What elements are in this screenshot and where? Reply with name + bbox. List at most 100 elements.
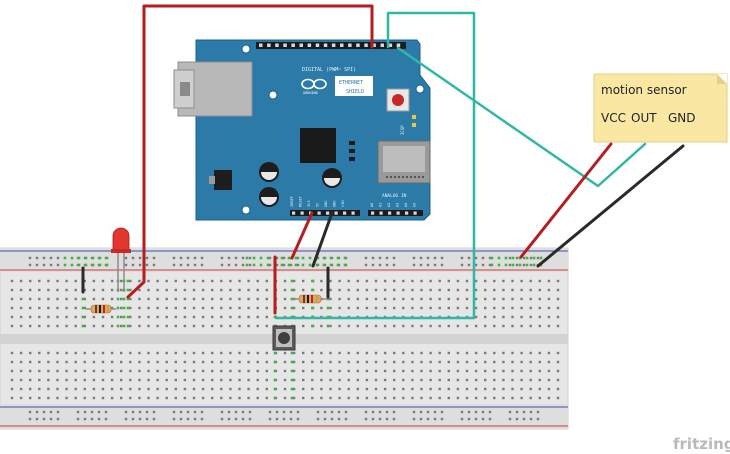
rail-hole xyxy=(124,417,128,421)
breadboard-hole xyxy=(529,360,532,364)
breadboard-hole xyxy=(47,351,50,355)
breadboard-hole xyxy=(265,351,268,355)
breadboard-hole xyxy=(292,360,296,364)
breadboard-hole xyxy=(402,288,405,292)
breadboard-hole xyxy=(502,315,505,319)
rail-hole xyxy=(282,256,286,260)
breadboard-hole xyxy=(156,297,159,301)
rail-hole xyxy=(529,410,533,414)
rail-hole xyxy=(131,263,135,267)
analog-in-label: ANALOG IN xyxy=(382,193,407,199)
sd-card-icon xyxy=(383,146,425,172)
breadboard-hole xyxy=(92,387,96,391)
breadboard-hole xyxy=(156,306,159,310)
breadboard-hole xyxy=(201,369,205,373)
breadboard-hole xyxy=(156,369,159,373)
rail-hole xyxy=(179,410,183,414)
breadboard-hole xyxy=(556,279,560,283)
breadboard-hole xyxy=(74,387,77,391)
ethernet-shield: DIGITAL (PWM~ SPI) ARDUINO ETHERNET SHIE… xyxy=(173,39,431,221)
rail-hole xyxy=(248,410,252,414)
breadboard-hole xyxy=(247,351,250,355)
breadboard-hole xyxy=(338,324,341,328)
rail-hole xyxy=(186,410,190,414)
breadboard-hole xyxy=(47,387,50,391)
header-pin xyxy=(291,43,295,47)
connected-hole xyxy=(259,263,263,267)
resistor-band xyxy=(95,305,97,313)
breadboard-hole xyxy=(520,369,523,373)
breadboard-hole xyxy=(447,387,450,391)
connected-hole xyxy=(525,256,529,260)
breadboard-hole xyxy=(402,387,405,391)
breadboard-hole xyxy=(520,396,523,400)
breadboard-hole xyxy=(256,360,259,364)
breadboard-hole xyxy=(19,369,23,373)
breadboard-hole xyxy=(484,315,487,319)
connected-hole xyxy=(116,324,120,328)
breadboard-hole xyxy=(19,279,23,283)
rail-hole xyxy=(138,410,142,414)
breadboard-hole xyxy=(538,360,541,364)
breadboard-hole xyxy=(502,297,505,301)
breadboard-hole xyxy=(556,396,560,400)
breadboard-hole xyxy=(147,369,150,373)
rail-hole xyxy=(316,410,320,414)
breadboard-hole xyxy=(201,387,205,391)
breadboard-hole xyxy=(47,360,50,364)
rail-hole xyxy=(56,410,60,414)
resistor-right xyxy=(292,294,328,304)
breadboard-hole xyxy=(129,360,132,364)
breadboard-hole xyxy=(474,396,478,400)
breadboard-hole xyxy=(92,297,96,301)
breadboard-hole xyxy=(520,351,523,355)
header-pin xyxy=(317,211,321,215)
power-pin-label: VIN xyxy=(341,201,345,208)
breadboard-hole xyxy=(38,396,41,400)
breadboard-hole xyxy=(265,324,268,328)
breadboard-hole xyxy=(174,369,177,373)
breadboard-hole xyxy=(174,315,177,319)
breadboard-hole xyxy=(493,315,496,319)
breadboard-hole xyxy=(120,297,123,301)
breadboard-hole xyxy=(19,324,23,328)
rail-hole xyxy=(289,263,293,267)
breadboard-hole xyxy=(547,351,551,355)
rail-hole xyxy=(131,410,135,414)
breadboard-hole xyxy=(129,324,132,328)
breadboard-hole xyxy=(465,324,469,328)
rail-hole xyxy=(433,263,437,267)
rail-hole xyxy=(131,417,135,421)
breadboard-hole xyxy=(120,360,123,364)
header-pin xyxy=(348,43,352,47)
breadboard-hole xyxy=(474,378,478,382)
breadboard-hole xyxy=(538,306,541,310)
rail-hole xyxy=(124,263,128,267)
breadboard-hole xyxy=(365,288,369,292)
breadboard-hole xyxy=(484,306,487,310)
breadboard-hole xyxy=(19,306,23,310)
breadboard-hole xyxy=(374,360,378,364)
breadboard-hole xyxy=(338,297,341,301)
breadboard-hole xyxy=(374,396,378,400)
breadboard-hole xyxy=(429,297,432,301)
breadboard-hole xyxy=(10,396,14,400)
connected-hole xyxy=(245,256,249,260)
breadboard-hole xyxy=(92,396,96,400)
breadboard-hole xyxy=(265,306,268,310)
rail-hole xyxy=(282,263,286,267)
breadboard-hole xyxy=(365,297,369,301)
breadboard-hole xyxy=(393,351,396,355)
connected-hole xyxy=(273,396,277,400)
breadboard-hole xyxy=(502,378,505,382)
breadboard-hole xyxy=(10,288,14,292)
resistor-band xyxy=(99,305,101,313)
breadboard-hole xyxy=(29,279,32,283)
header-pin xyxy=(413,211,417,215)
connected-hole xyxy=(273,387,277,391)
breadboard-hole xyxy=(110,324,114,328)
breadboard-hole xyxy=(547,297,551,301)
breadboard-hole xyxy=(438,387,441,391)
breadboard-hole xyxy=(347,324,350,328)
breadboard-hole xyxy=(356,360,359,364)
